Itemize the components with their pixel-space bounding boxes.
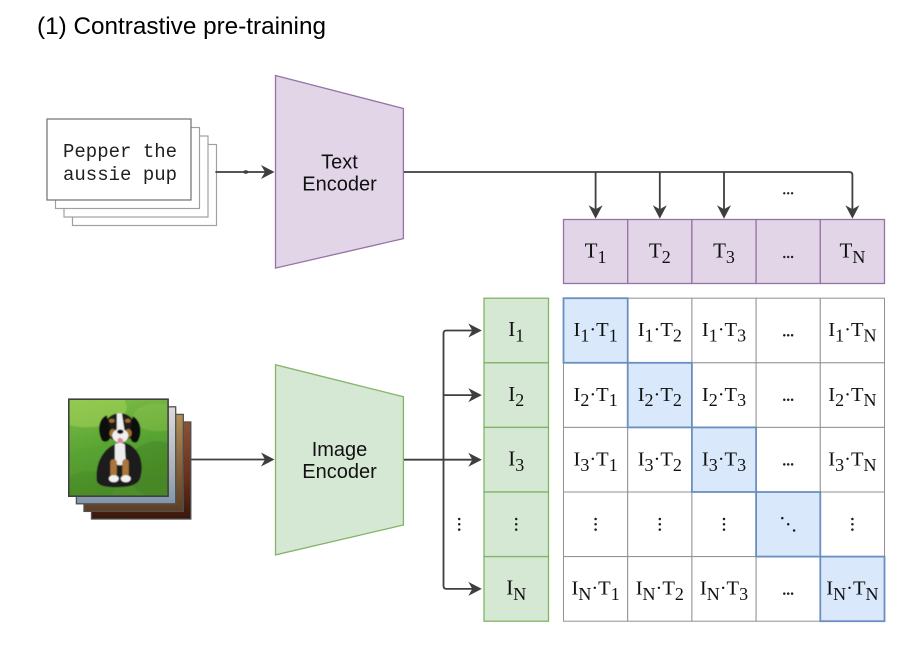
- svg-text:Image: Image: [312, 439, 368, 461]
- svg-text:Encoder: Encoder: [302, 174, 377, 196]
- svg-text:Pepper the: Pepper the: [63, 141, 177, 163]
- svg-text:Encoder: Encoder: [302, 461, 377, 483]
- svg-text:aussie pup: aussie pup: [63, 164, 177, 186]
- svg-text:(1) Contrastive pre-training: (1) Contrastive pre-training: [37, 13, 326, 40]
- svg-text:Text: Text: [321, 151, 358, 173]
- svg-text:I1·T2: I1·T2: [638, 319, 682, 345]
